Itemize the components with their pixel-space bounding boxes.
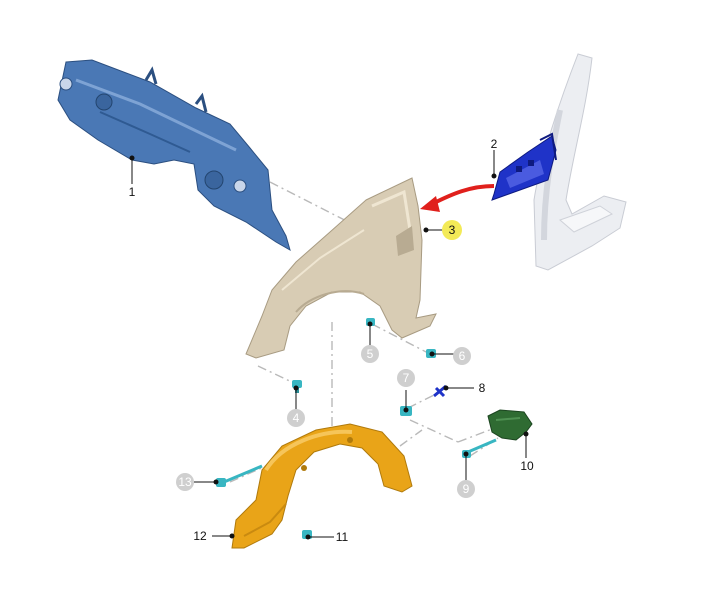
dim-badges bbox=[176, 345, 475, 498]
callout-5: 5 bbox=[367, 347, 374, 361]
highlight-badge bbox=[442, 220, 462, 240]
callout-13: 13 bbox=[178, 475, 192, 489]
bolt-13 bbox=[216, 464, 263, 487]
callout-dots bbox=[129, 155, 529, 540]
callout-6: 6 bbox=[459, 349, 466, 363]
front-fender-part bbox=[245, 177, 437, 359]
fender-liner-part bbox=[231, 423, 413, 549]
callout-4: 4 bbox=[293, 411, 300, 425]
callout-11: 11 bbox=[336, 530, 349, 544]
install-direction-arrow bbox=[420, 184, 495, 212]
dash-panel-part bbox=[57, 59, 291, 252]
callout-9: 9 bbox=[463, 482, 470, 496]
callout-2: 2 bbox=[491, 137, 498, 151]
callout-8: 8 bbox=[479, 381, 486, 395]
callout-7: 7 bbox=[403, 371, 410, 385]
a-pillar-bracket-part bbox=[491, 132, 557, 201]
callout-12: 12 bbox=[193, 529, 207, 543]
callout-10: 10 bbox=[520, 459, 534, 473]
callout-leaders bbox=[131, 150, 527, 538]
callout-labels: 1 2 3 4 5 6 7 8 9 10 11 12 13 bbox=[129, 137, 534, 544]
callout-1: 1 bbox=[129, 185, 136, 199]
assembly-leader-lines bbox=[229, 181, 501, 483]
callout-3: 3 bbox=[449, 223, 456, 237]
